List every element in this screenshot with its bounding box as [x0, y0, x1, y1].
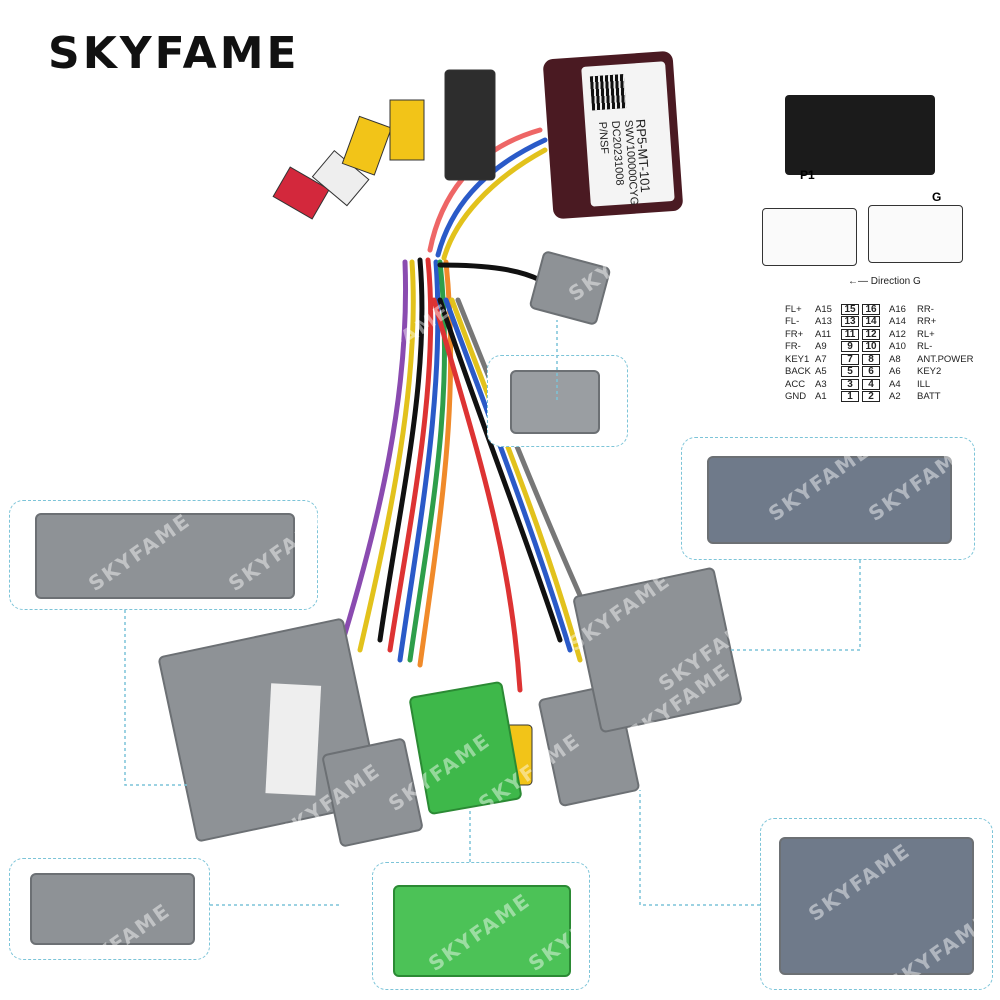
pin-code-right: A16: [889, 303, 906, 315]
pin-signal-right: BATT: [917, 391, 941, 403]
pin-code-right: A14: [889, 316, 906, 328]
pin-code-right: A12: [889, 328, 906, 340]
pin-code-left: A3: [815, 378, 827, 390]
pin-number-right: 16: [862, 303, 880, 315]
pin-signal-right: RL-: [917, 341, 933, 353]
pin-number-left: 5: [841, 366, 859, 378]
pin-number-left: 9: [841, 341, 859, 353]
pin-code-left: A7: [815, 353, 827, 365]
pin-code-left: A9: [815, 341, 827, 353]
pin-code-left: A5: [815, 366, 827, 378]
callout-green: [372, 862, 590, 990]
g-label: G: [932, 190, 942, 204]
right-small-face: [779, 837, 974, 975]
arrow-left-icon: ←—: [848, 276, 871, 287]
pin-signal-right: RL+: [917, 328, 935, 340]
callout-main-connector: [9, 500, 318, 610]
pin-number-left: 3: [841, 378, 859, 390]
pin-signal-left: ACC: [785, 378, 806, 390]
gray-small-face: [30, 873, 195, 945]
pin-signal-left: BACK: [785, 366, 811, 378]
green-connector-face: [393, 885, 571, 977]
pin-number-left: 1: [841, 391, 859, 403]
pin-number-left: 7: [841, 353, 859, 365]
pin-signal-right: ILL: [917, 378, 931, 390]
pin-code-right: A2: [889, 391, 901, 403]
p1-label: P1: [800, 168, 815, 182]
large-connector-face: [707, 456, 952, 544]
pin-number-right: 4: [862, 378, 880, 390]
pin-signal-left: FR-: [785, 341, 801, 353]
pin-signal-left: GND: [785, 391, 807, 403]
callout-large-connector: [681, 437, 975, 560]
callout-right-small: [760, 818, 993, 990]
pin-signal-left: FL-: [785, 316, 800, 328]
pin-number-right: 12: [862, 328, 880, 340]
callout-gray-small: [9, 858, 210, 960]
pin-signal-left: FR+: [785, 328, 804, 340]
small-plug-face: [510, 370, 600, 434]
pin-signal-right: KEY2: [917, 366, 942, 378]
pin-number-right: 14: [862, 316, 880, 328]
pin-number-left: 11: [841, 328, 859, 340]
pin-number-left: 15: [841, 303, 859, 315]
pin-number-right: 10: [862, 341, 880, 353]
brand-logo: SKYFAME: [48, 28, 300, 79]
callout-small-plug: [487, 355, 628, 447]
pin-code-right: A4: [889, 378, 901, 390]
pin-number-left: 13: [841, 316, 859, 328]
pin-signal-right: RR-: [917, 303, 934, 315]
pin-number-right: 2: [862, 391, 880, 403]
pin-number-right: 8: [862, 353, 880, 365]
g-connector-outline: [868, 205, 963, 263]
pin-code-right: A6: [889, 366, 901, 378]
pin-code-left: A1: [815, 391, 827, 403]
pin-code-right: A10: [889, 341, 906, 353]
pin-code-left: A13: [815, 316, 832, 328]
pin-signal-right: ANT.POWER: [917, 353, 974, 365]
pin-signal-left: FL+: [785, 303, 802, 315]
pin-code-left: A15: [815, 303, 832, 315]
pin-code-left: A11: [815, 328, 832, 340]
iso-connector-black: [785, 95, 935, 175]
p1-connector-outline: [762, 208, 857, 266]
pin-signal-right: RR+: [917, 316, 937, 328]
pin-code-right: A8: [889, 353, 901, 365]
direction-label: ←— Direction G: [848, 276, 921, 287]
main-connector-face: [35, 513, 295, 599]
pin-signal-left: KEY1: [785, 353, 810, 365]
pin-number-right: 6: [862, 366, 880, 378]
